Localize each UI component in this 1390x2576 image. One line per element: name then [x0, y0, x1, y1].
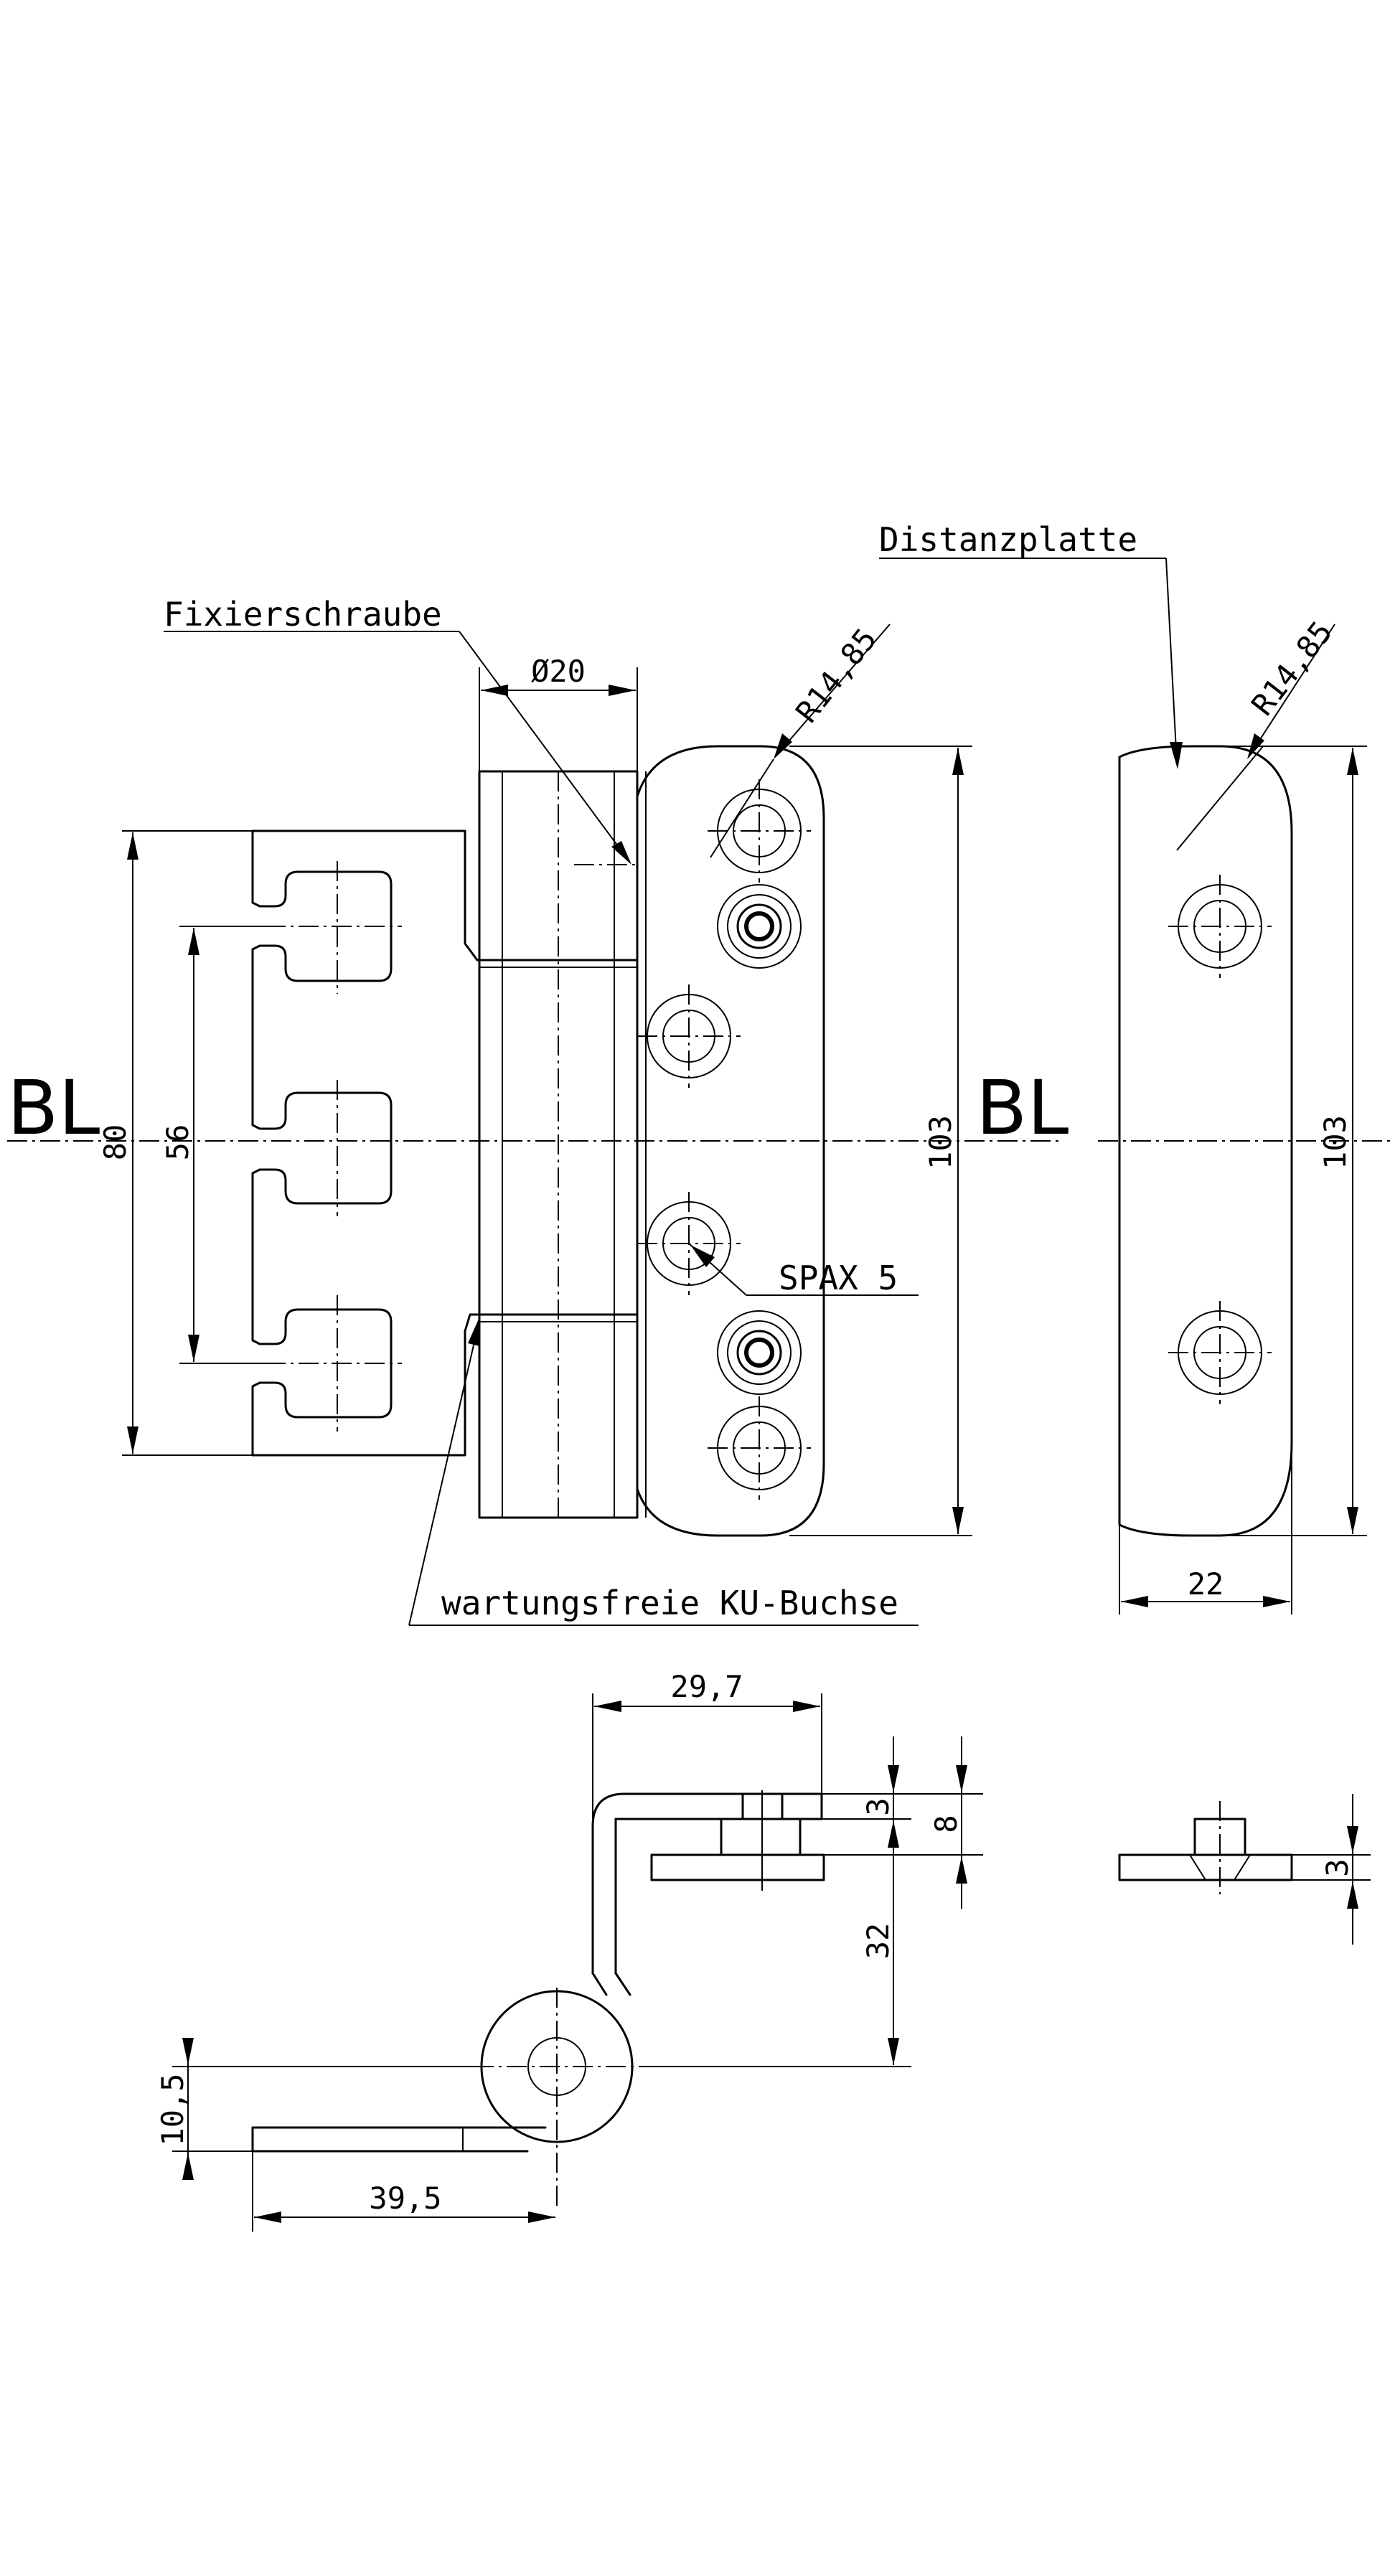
dim-d20: Ø20 — [479, 654, 638, 771]
dim-32-label: 32 — [860, 1923, 896, 1960]
fixierschraube-label: Fixierschraube — [164, 595, 442, 634]
ku-buchse-label: wartungsfreie KU-Buchse — [441, 1584, 898, 1622]
bl-right-label: BL — [976, 1064, 1069, 1152]
dim-3-right: 3 — [1292, 1794, 1371, 1945]
distanzplatte-side-view — [1118, 1801, 1293, 1894]
radius-right-callout: R14,85 — [1244, 614, 1339, 759]
hinge-front-view — [7, 745, 1062, 1537]
dim-103-right-label: 103 — [1318, 1115, 1353, 1170]
dim-29-7: 29,7 — [592, 1669, 822, 1826]
dim-3-top-label: 3 — [860, 1797, 896, 1815]
dim-22: 22 — [1119, 1442, 1292, 1614]
dim-3-right-label: 3 — [1320, 1858, 1355, 1876]
spax-callout: SPAX 5 — [688, 1243, 919, 1297]
distanzplatte-callout: Distanzplatte — [879, 520, 1183, 769]
radius-right-label: R14,85 — [1244, 614, 1339, 722]
fixierschraube-callout: Fixierschraube — [164, 595, 639, 865]
dim-10-5: 10,5 — [155, 2038, 477, 2180]
dim-80-label: 80 — [98, 1124, 133, 1161]
dim-103-left: 103 — [789, 746, 972, 1536]
dim-103-right: 103 — [1220, 746, 1367, 1536]
dim-56-label: 56 — [160, 1124, 195, 1161]
dim-39-5-label: 39,5 — [369, 2181, 441, 2216]
dim-29-7-label: 29,7 — [670, 1669, 743, 1704]
dim-56: 56 — [160, 926, 273, 1364]
dim-22-label: 22 — [1188, 1566, 1224, 1602]
dim-39-5: 39,5 — [252, 2151, 555, 2232]
dim-d20-label: Ø20 — [531, 654, 586, 689]
bl-left-label: BL — [7, 1064, 100, 1152]
ku-buchse-callout: wartungsfreie KU-Buchse — [408, 1317, 919, 1626]
spax-label: SPAX 5 — [779, 1259, 898, 1297]
dim-vertical-stack: 3 32 8 — [646, 1736, 983, 2067]
dim-8-label: 8 — [929, 1815, 964, 1833]
dim-10-5-label: 10,5 — [155, 2073, 190, 2145]
distanzplatte-label: Distanzplatte — [879, 520, 1137, 559]
radius-left-label: R14,85 — [789, 621, 883, 729]
dim-80: 80 — [98, 830, 253, 1456]
hinge-top-view — [251, 1790, 825, 2210]
dim-103-left-label: 103 — [923, 1115, 958, 1170]
